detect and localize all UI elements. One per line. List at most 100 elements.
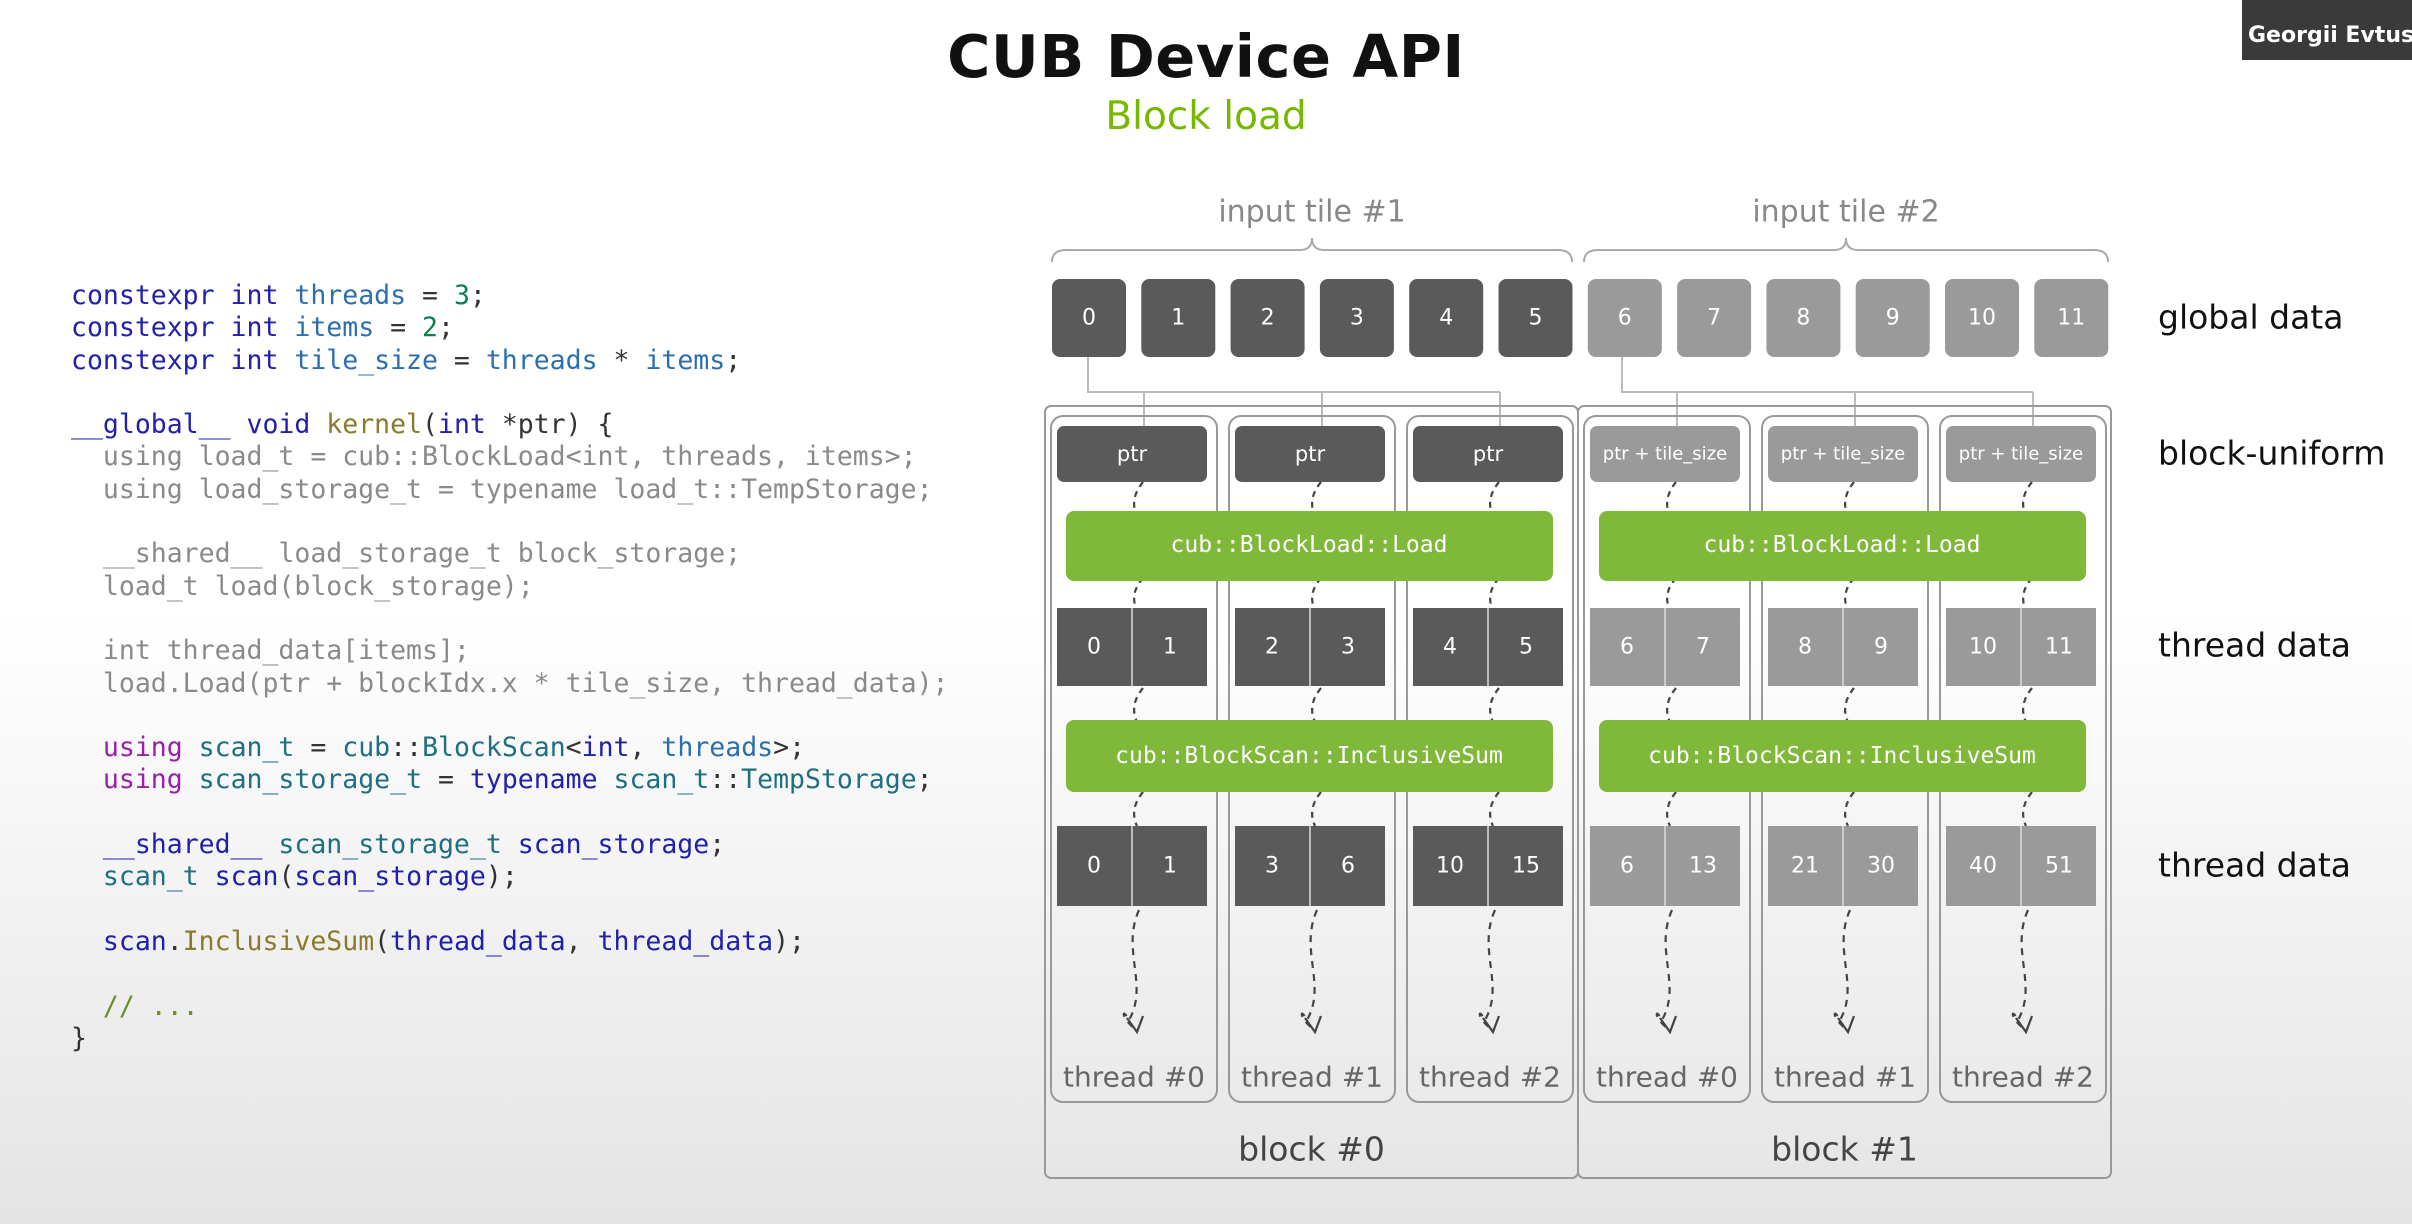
dashed-arrow: [1488, 791, 1500, 827]
arrow-head: [1482, 1015, 1501, 1035]
thread-label: thread #2: [1419, 1061, 1561, 1094]
scan-result-value: 0: [1087, 854, 1101, 879]
code-token: (: [278, 861, 295, 893]
scan-result-value: 6: [1341, 854, 1355, 879]
code-line: }: [71, 1023, 87, 1054]
arrow-head: [1659, 1015, 1678, 1035]
slide-title: CUB Device API: [947, 22, 1465, 91]
dashed-arrow: [1310, 577, 1322, 611]
thread-data-value: 3: [1341, 635, 1355, 660]
code-token: =: [437, 344, 486, 376]
code-token: TempStorage: [741, 764, 917, 796]
block-uniform-value: ptr + tile_size: [1603, 444, 1727, 465]
global-data-cell: [1230, 279, 1305, 357]
thread-data-value: 4: [1443, 635, 1457, 660]
code-token: threads: [661, 732, 774, 764]
dashed-arrow: [1843, 791, 1855, 827]
code-token: *: [597, 344, 646, 376]
code-line: __global__ void kernel(int *ptr) {: [71, 409, 614, 440]
thread-label: thread #0: [1596, 1061, 1738, 1094]
code-token: );: [773, 925, 805, 957]
code-line: scan_t scan(scan_storage);: [71, 861, 518, 892]
global-data-cell: [1498, 279, 1573, 357]
dashed-arrow: [1132, 481, 1144, 517]
block-load-label: cub::BlockLoad::Load: [1171, 532, 1448, 558]
arrow-head: [1126, 1015, 1145, 1035]
code-token: int: [437, 409, 502, 441]
global-data-value: 10: [1968, 306, 1996, 331]
block-uniform-value: ptr + tile_size: [1781, 444, 1905, 465]
thread-arrow: [1833, 909, 1852, 1031]
tile-brace: [1583, 237, 2109, 263]
dashed-arrow: [1310, 481, 1322, 517]
scan-result-value: 10: [1436, 854, 1464, 879]
global-data-value: 2: [1261, 306, 1275, 331]
code-token: BlockScan: [422, 732, 566, 764]
scan-result-value: 6: [1620, 854, 1634, 879]
arrow-head: [1837, 1015, 1856, 1035]
code-token: ::: [390, 732, 423, 764]
block-scan-label: cub::BlockScan::InclusiveSum: [1115, 743, 1503, 769]
code-line: load.Load(ptr + blockIdx.x * tile_size, …: [71, 668, 949, 699]
dashed-arrow: [1665, 791, 1677, 827]
code-token: 3: [453, 280, 470, 311]
code-token: using: [102, 764, 199, 796]
global-data-value: 0: [1082, 306, 1096, 331]
thread-data-value: 0: [1087, 635, 1101, 660]
code-token: <: [565, 732, 582, 764]
code-token: __shared__ load_storage_t block_storage;: [71, 538, 742, 570]
code-token: scan_t: [613, 764, 710, 796]
dashed-arrow: [1843, 481, 1855, 517]
code-token: using load_storage_t = typename load_t::…: [71, 473, 933, 505]
scan-result-value: 3: [1265, 854, 1279, 879]
tile-brace: [1051, 237, 1573, 263]
scan-result-value: 13: [1689, 854, 1717, 879]
code-token: =: [374, 312, 423, 344]
arrow-head: [1304, 1015, 1323, 1035]
code-line: using scan_storage_t = typename scan_t::…: [71, 764, 933, 795]
block-uniform-cell: [1946, 426, 2096, 482]
thread-data-value: 11: [2045, 635, 2073, 660]
global-data-value: 6: [1618, 306, 1632, 331]
connector-line: [1621, 357, 2033, 393]
block-frame: [1577, 405, 2112, 1179]
dashed-arrow: [1843, 577, 1855, 611]
scan-result-value: 30: [1867, 854, 1895, 879]
code-token: scan_storage: [517, 829, 710, 861]
code-token: ;: [916, 764, 933, 796]
code-line: __shared__ scan_storage_t scan_storage;: [71, 829, 725, 860]
thread-arrow: [2011, 909, 2030, 1031]
code-token: items: [294, 312, 375, 344]
thread-label: thread #1: [1241, 1061, 1383, 1094]
code-token: }: [71, 1022, 87, 1054]
code-token: int thread_data[items];: [71, 635, 470, 667]
code-line: scan.InclusiveSum(thread_data, thread_da…: [71, 926, 805, 957]
code-token: // ...: [71, 990, 199, 1022]
dashed-arrow: [1665, 481, 1677, 517]
code-token: using: [102, 732, 199, 764]
code-token: =: [406, 280, 454, 311]
dashed-arrow: [2021, 687, 2033, 723]
thread-label: thread #2: [1952, 1061, 2094, 1094]
global-data-cell: [1409, 279, 1484, 357]
code-token: scan_storage: [294, 861, 486, 893]
block-uniform-cell: [1413, 426, 1563, 482]
dashed-arrow: [1665, 687, 1677, 723]
code-line: constexpr int tile_size = threads * item…: [71, 345, 741, 376]
global-data-value: 3: [1350, 306, 1364, 331]
code-line: using load_t = cub::BlockLoad<int, threa…: [71, 441, 917, 472]
thread-data-value: 9: [1874, 635, 1888, 660]
code-token: constexpr int: [71, 312, 295, 344]
global-data-cell: [1766, 279, 1841, 357]
code-token: thread_data: [597, 925, 774, 957]
code-token: __shared__: [102, 829, 279, 861]
row-label: block-uniform: [2158, 434, 2385, 473]
block-label: block #0: [1238, 1130, 1385, 1169]
code-line: using scan_t = cub::BlockScan<int, threa…: [71, 732, 805, 763]
dashed-arrow: [1665, 577, 1677, 611]
scan-result-value: 40: [1969, 854, 1997, 879]
code-token: ,: [629, 732, 662, 764]
code-line: __shared__ load_storage_t block_storage;: [71, 538, 741, 569]
code-line: constexpr int items = 2;: [71, 312, 454, 343]
global-data-value: 7: [1707, 306, 1721, 331]
